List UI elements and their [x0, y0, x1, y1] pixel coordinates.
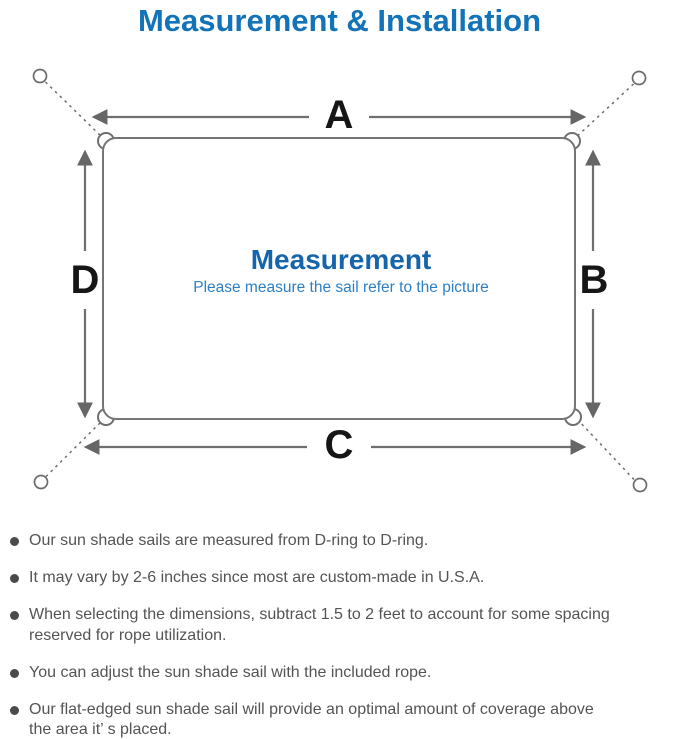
anchor-point-top-left-icon — [32, 68, 48, 84]
edge-label-a: A — [325, 93, 354, 137]
bullet-dot-icon — [10, 611, 19, 620]
note-text: Our sun shade sails are measured from D-… — [29, 532, 429, 549]
note-text: When selecting the dimensions, subtract … — [29, 606, 610, 644]
rope-dashed-bottom-right — [576, 418, 635, 481]
rope-dashed-top-right — [572, 83, 635, 141]
measurement-diagram: A B C D Measurement Please measure the s… — [32, 68, 648, 493]
note-text: It may vary by 2-6 inches since most are… — [29, 569, 485, 586]
bullet-dot-icon — [10, 668, 19, 678]
list-item: It may vary by 2-6 inches since most are… — [10, 568, 675, 589]
note-text: You can adjust the sun shade sail with t… — [29, 663, 432, 681]
bullet-dot-icon — [10, 537, 19, 546]
diagram-center-subtitle: Please measure the sail refer to the pic… — [193, 279, 489, 296]
bullet-dot-icon — [10, 574, 19, 583]
anchor-point-bottom-left-icon — [33, 474, 49, 490]
list-item: Our flat-edged sun shade sail will provi… — [10, 700, 675, 739]
edge-label-b: B — [580, 258, 609, 302]
edge-label-c: C — [325, 423, 354, 467]
note-text: Our flat-edged sun shade sail will provi… — [29, 700, 594, 739]
anchor-point-bottom-right-icon — [632, 477, 648, 493]
shade-sail-outline — [102, 137, 576, 420]
list-item: You can adjust the sun shade sail with t… — [10, 663, 675, 684]
rope-dashed-top-left — [44, 81, 106, 141]
page-title: Measurement & Installation — [137, 3, 542, 38]
notes-list: Our sun shade sails are measured from D-… — [10, 531, 675, 739]
rope-dashed-bottom-left — [45, 417, 106, 478]
edge-label-d: D — [71, 258, 100, 302]
diagram-center-title: Measurement — [251, 244, 432, 275]
list-item: Our sun shade sails are measured from D-… — [10, 531, 675, 552]
bullet-dot-icon — [10, 705, 19, 715]
list-item: When selecting the dimensions, subtract … — [10, 605, 675, 646]
anchor-point-top-right-icon — [631, 70, 647, 86]
